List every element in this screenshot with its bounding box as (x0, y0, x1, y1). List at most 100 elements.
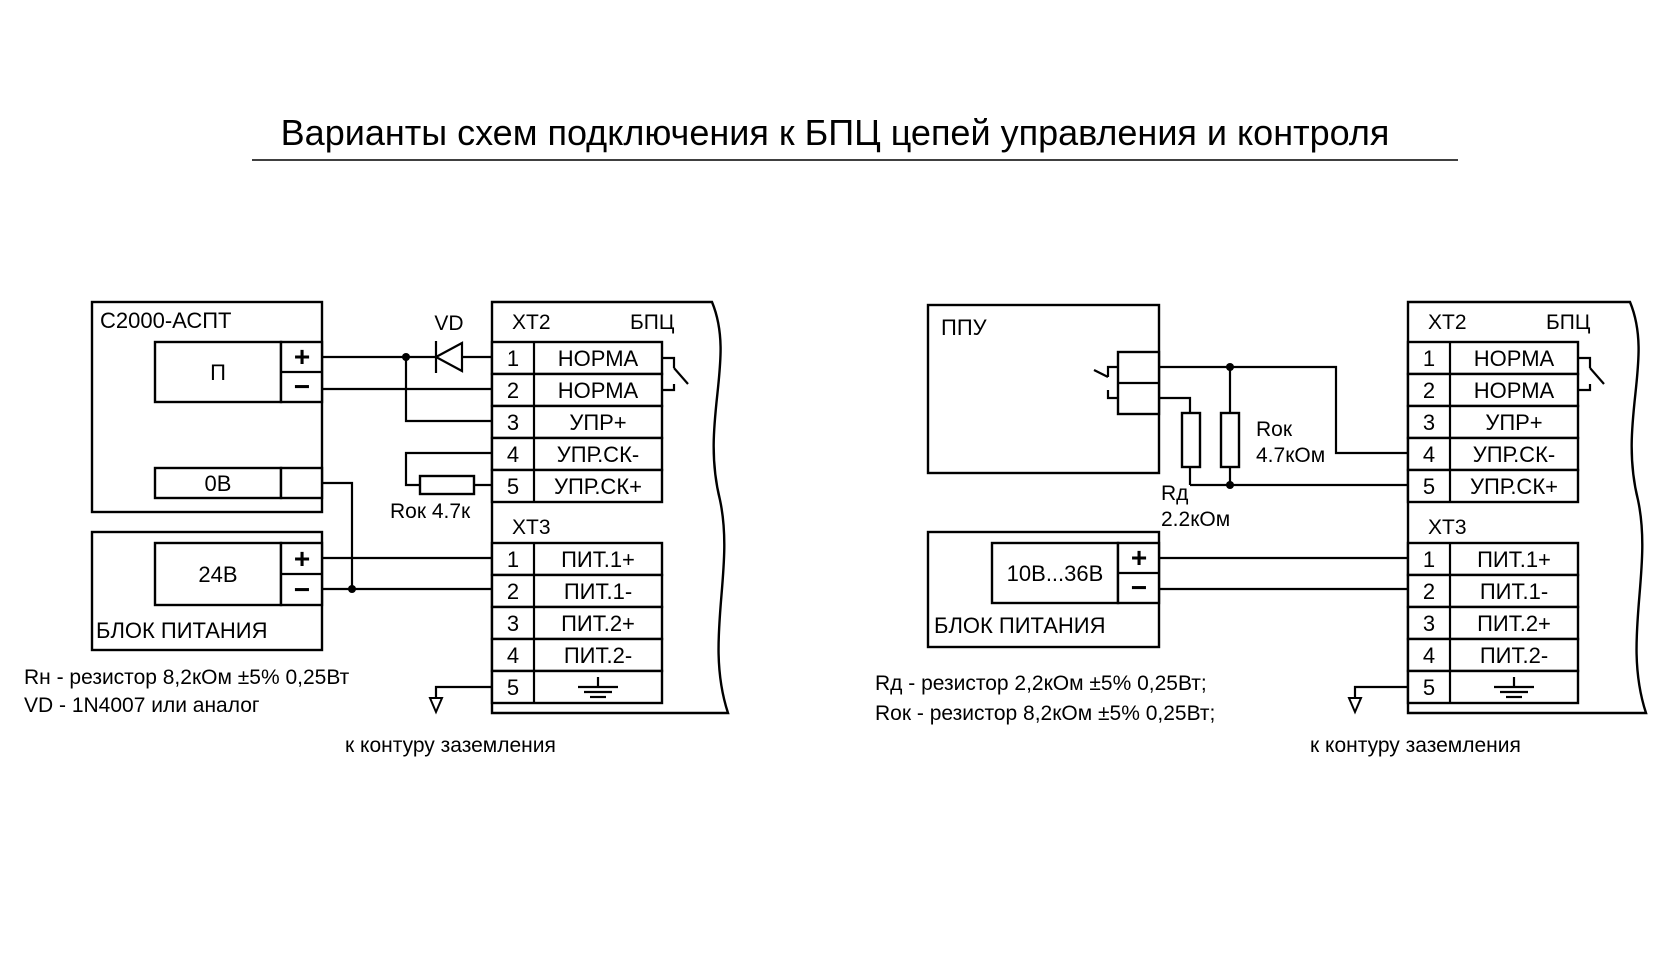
resistor-label: Rок 4.7к (390, 500, 471, 523)
minus-sign: − (294, 574, 310, 605)
terminal-number: 4 (1423, 442, 1435, 467)
terminal-label: ПИТ.2+ (1477, 611, 1551, 636)
terminal-row (490, 340, 664, 376)
norma-relay-contact-icon (1578, 356, 1605, 392)
terminal-label: ПИТ.1+ (1477, 547, 1551, 572)
terminal-row (490, 541, 664, 577)
xt3-terminal-block-right: 1 ПИТ.1+ 2 ПИТ.1- 3 ПИТ.2+ 4 ПИТ.2- 5 (1406, 541, 1580, 705)
rd-value: 2.2кОм (1161, 508, 1230, 531)
terminal-number: 4 (507, 643, 519, 668)
ground-caption: к контуру заземления (1310, 734, 1521, 757)
left-wires (322, 341, 492, 715)
left-scheme: С2000-АСПТ П + − 0В 24В + − БЛОК ПИТАНИЯ… (24, 300, 730, 757)
terminal-number: 1 (507, 547, 519, 572)
terminal-label: ПИТ.1- (564, 579, 632, 604)
terminal-label: НОРМА (558, 346, 639, 371)
ppu-label: ППУ (941, 315, 988, 340)
diode-icon (433, 341, 464, 373)
terminal-row (1406, 669, 1580, 705)
terminal-label: УПР.СК+ (554, 474, 642, 499)
terminal-label: УПР+ (1485, 410, 1542, 435)
terminal-number: 5 (1423, 474, 1435, 499)
rok-label: Rок (1256, 418, 1293, 441)
plus-sign: + (1131, 542, 1147, 573)
ground-symbol-icon (1494, 677, 1534, 699)
psu-label: БЛОК ПИТАНИЯ (934, 613, 1106, 638)
rok-value: 4.7кОм (1256, 444, 1325, 467)
bpc-label: БПЦ (630, 311, 675, 334)
terminal-number: 5 (1423, 675, 1435, 700)
xt3-label: ХТ3 (1428, 516, 1467, 539)
bpc-label: БПЦ (1546, 311, 1591, 334)
plus-sign: + (294, 341, 310, 372)
terminal-number: 4 (507, 442, 519, 467)
diagram-title: Варианты схем подключения к БПЦ цепей уп… (281, 112, 1390, 153)
terminal-label: ПИТ.2+ (561, 611, 635, 636)
right-wires (1159, 363, 1408, 715)
ppu-relay-contact-icon (1093, 365, 1118, 400)
xt2-terminal-block-right: 1 НОРМА 2 НОРМА 3 УПР+ 4 УПР.СК- 5 УПР.С… (1406, 340, 1580, 504)
output-p-label: П (210, 360, 226, 385)
zero-volt-label: 0В (205, 471, 232, 496)
terminal-number: 2 (507, 579, 519, 604)
terminal-label: УПР.СК- (1473, 442, 1555, 467)
terminal-number: 2 (1423, 579, 1435, 604)
terminal-number: 3 (1423, 410, 1435, 435)
diode-label: VD (434, 312, 463, 335)
terminal-label: ПИТ.1- (1480, 579, 1548, 604)
terminal-row (1406, 404, 1580, 440)
note-line: VD - 1N4007 или аналог (24, 694, 260, 717)
resistor-icon (418, 474, 476, 496)
note-line: Rд - резистор 2,2кОм ±5% 0,25Вт; (875, 672, 1207, 695)
terminal-row (490, 573, 664, 609)
minus-sign: − (1131, 572, 1147, 603)
terminal-number: 3 (1423, 611, 1435, 636)
terminal-label: ПИТ.2- (1480, 643, 1548, 668)
terminal-label: НОРМА (1474, 378, 1555, 403)
terminal-number: 1 (507, 346, 519, 371)
resistor-icon (1180, 411, 1202, 469)
plus-sign: + (294, 543, 310, 574)
note-line: Rн - резистор 8,2кОм ±5% 0,25Вт (24, 666, 350, 689)
xt2-terminal-block-left: 1 НОРМА 2 НОРМА 3 УПР+ 4 УПР.СК- 5 УПР.С… (490, 340, 664, 504)
terminal-row (1406, 573, 1580, 609)
ground-arrow-icon (428, 697, 444, 715)
terminal-row (1406, 340, 1580, 376)
terminal-label: НОРМА (1474, 346, 1555, 371)
xt3-terminal-block-left: 1 ПИТ.1+ 2 ПИТ.1- 3 ПИТ.2+ 4 ПИТ.2- 5 (490, 541, 664, 705)
xt2-label: ХТ2 (512, 311, 551, 334)
terminal-row (1406, 436, 1580, 472)
terminal-number: 2 (507, 378, 519, 403)
terminal-row (1406, 468, 1580, 504)
minus-sign: − (294, 371, 310, 402)
terminal-number: 3 (507, 611, 519, 636)
terminal-label: УПР.СК- (557, 442, 639, 467)
ground-caption: к контуру заземления (345, 734, 556, 757)
xt2-label: ХТ2 (1428, 311, 1467, 334)
zero-volt-block (153, 466, 283, 500)
psu-voltage-label: 24В (198, 562, 237, 587)
terminal-row (490, 468, 664, 504)
right-scheme: ППУ 10В...36В + − БЛОК ПИТАНИЯ ХТ2 БПЦ Х… (875, 300, 1648, 757)
terminal-row (1406, 372, 1580, 408)
terminal-row (1406, 637, 1580, 673)
psu-voltage-label: 10В...36В (1007, 561, 1104, 586)
psu-voltage-block (153, 541, 283, 607)
psu-label: БЛОК ПИТАНИЯ (96, 618, 268, 643)
terminal-label: ПИТ.2- (564, 643, 632, 668)
zero-volt-terminal (279, 466, 324, 500)
terminal-label: УПР.СК+ (1470, 474, 1558, 499)
terminal-number: 5 (507, 474, 519, 499)
terminal-row (490, 605, 664, 641)
rd-label: Rд (1161, 482, 1188, 505)
s2000-aspt-label: С2000-АСПТ (100, 308, 231, 333)
resistor-icon (1219, 411, 1241, 469)
terminal-row (490, 669, 664, 705)
terminal-number: 5 (507, 675, 519, 700)
terminal-row (490, 404, 664, 440)
terminal-number: 3 (507, 410, 519, 435)
xt3-label: ХТ3 (512, 516, 551, 539)
norma-relay-contact-icon (662, 356, 689, 392)
note-line: Rок - резистор 8,2кОм ±5% 0,25Вт; (875, 702, 1215, 725)
